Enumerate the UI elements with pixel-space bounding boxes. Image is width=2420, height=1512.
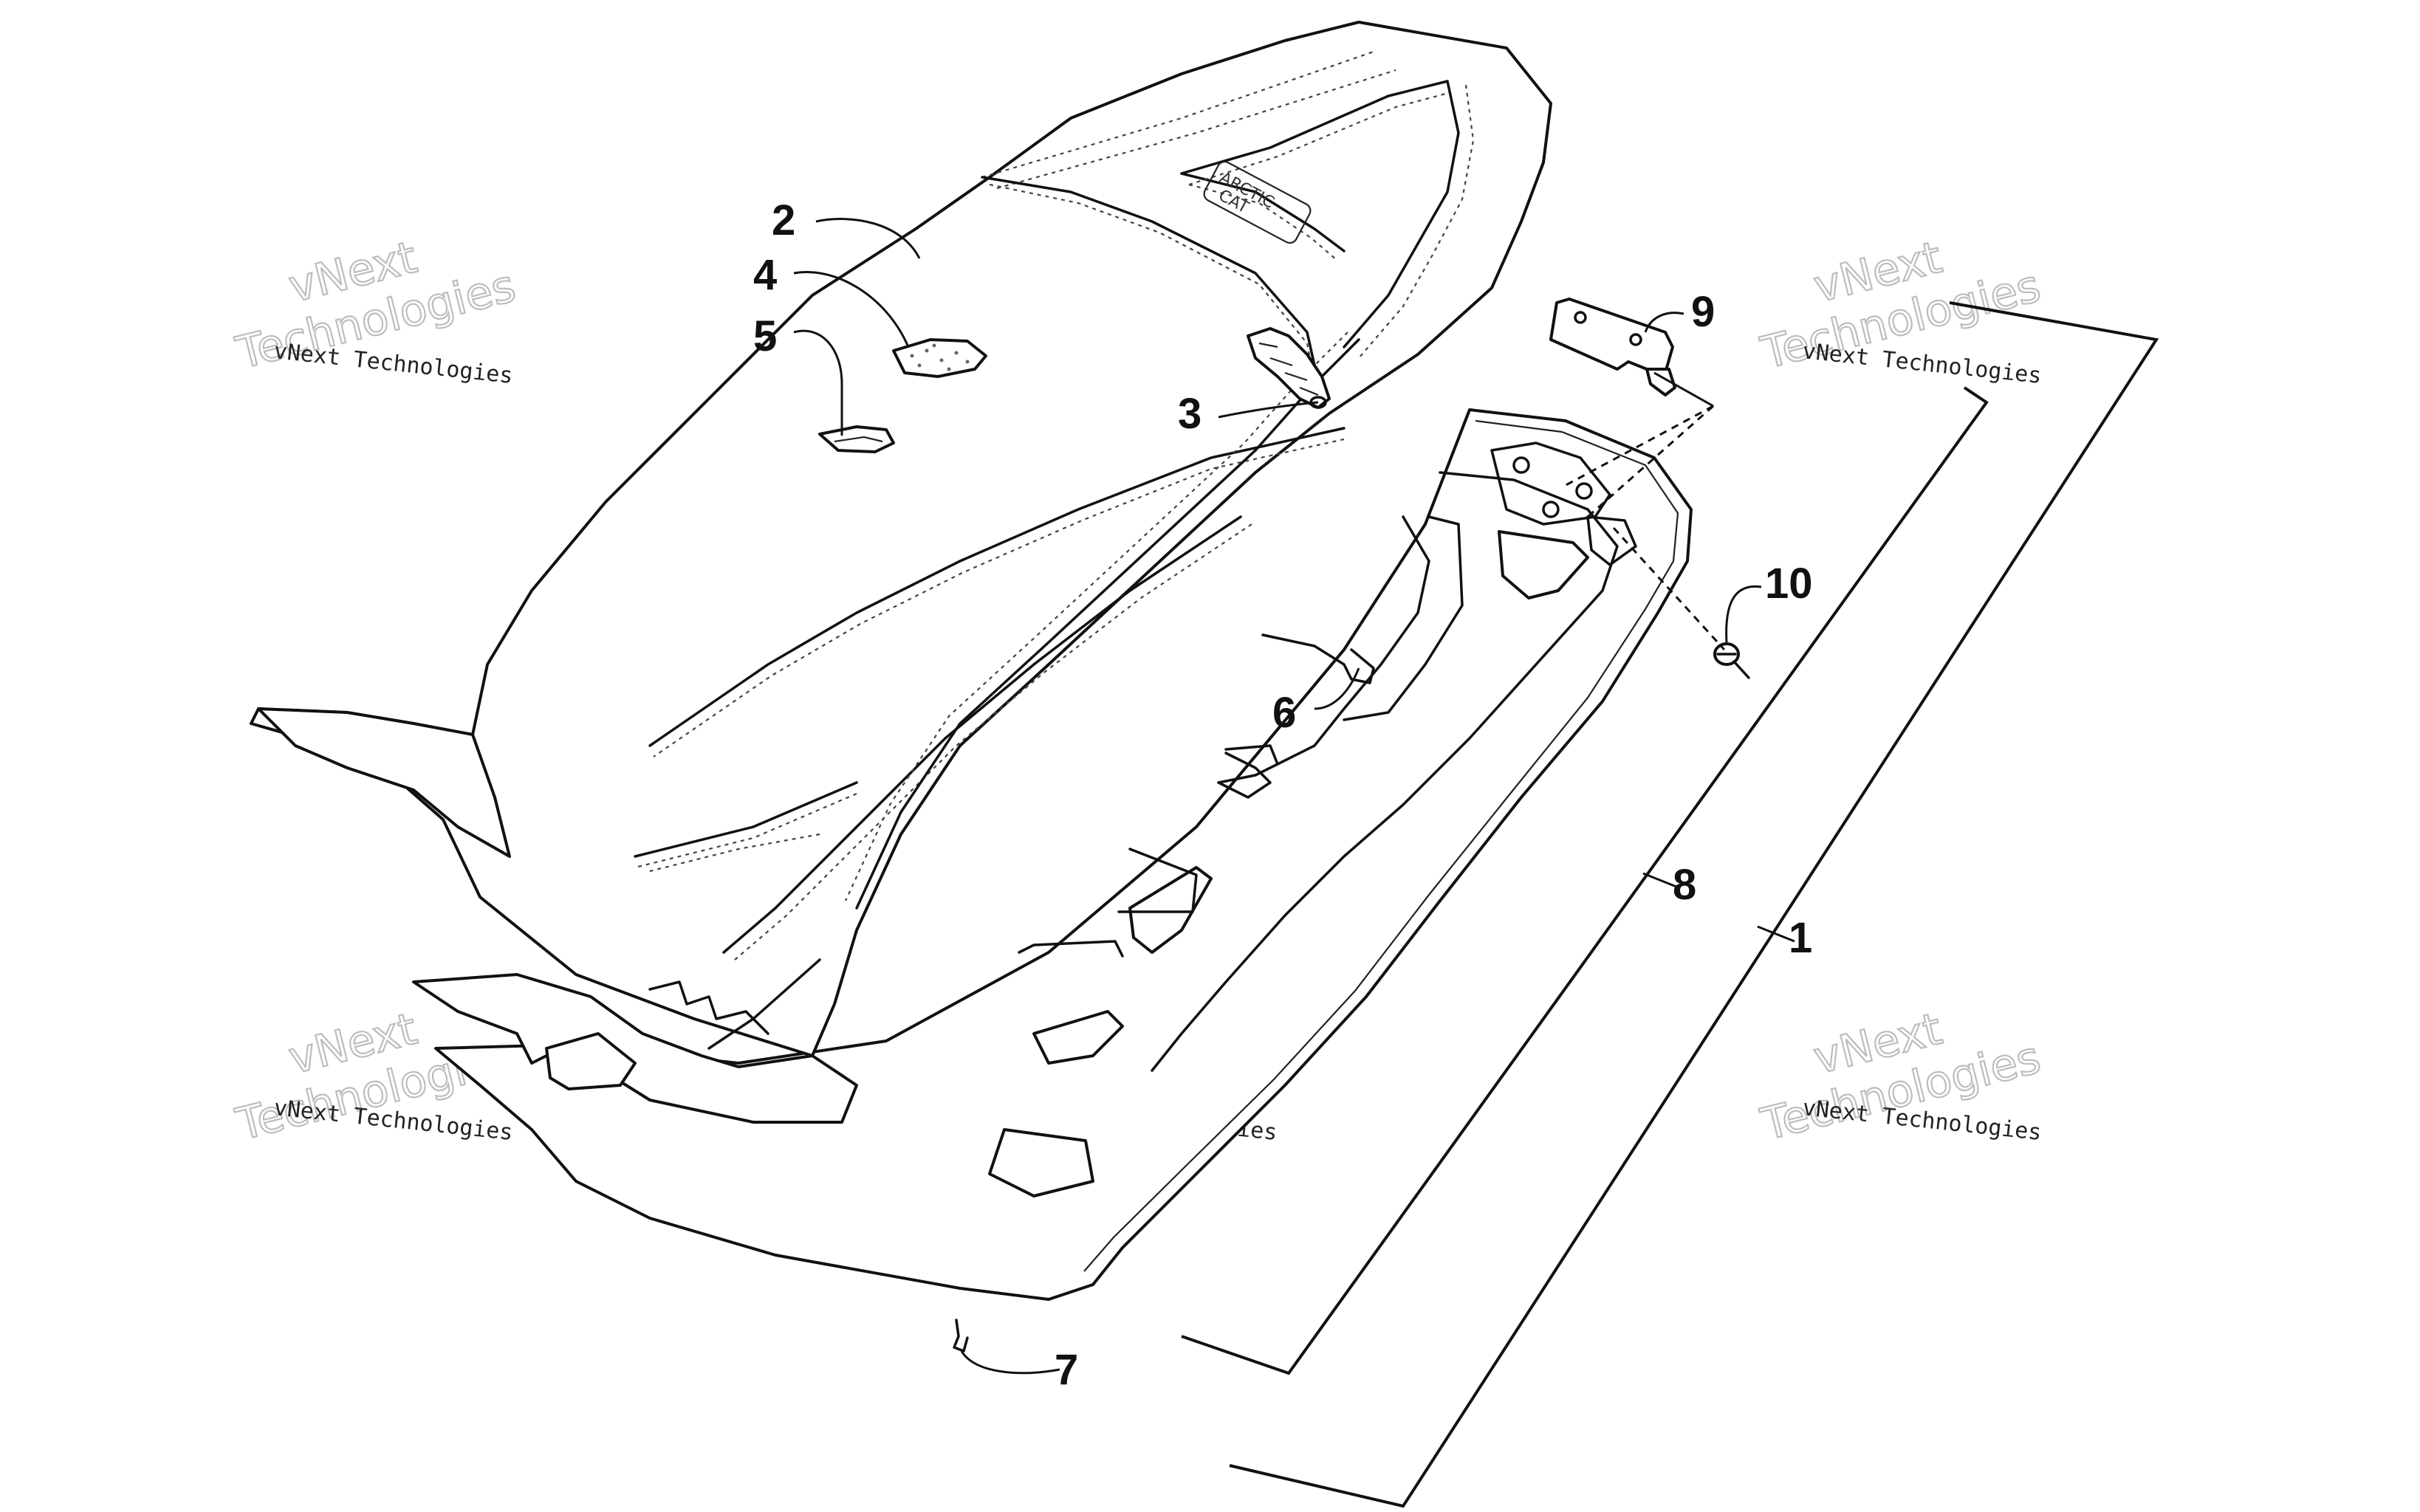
callout-9: 9 — [1691, 288, 1715, 336]
bracket-plate — [1549, 298, 1674, 374]
pan-inner-contour-1 — [1151, 471, 1619, 1072]
seam-side-upper-stitch — [1188, 91, 1452, 186]
bracket-hole-2 — [1629, 333, 1642, 346]
foam-pad-speckles — [910, 343, 970, 371]
pan-cutout-front — [1498, 530, 1589, 599]
seat-cushion-front-flap — [257, 707, 511, 858]
leader-4 — [793, 271, 910, 348]
callout-7: 7 — [1055, 1346, 1078, 1394]
latch-bolt-2 — [1575, 482, 1593, 500]
bracket-part-9 — [1549, 298, 1676, 396]
seat-logo-frame — [1203, 161, 1312, 244]
seam-lower-cross — [649, 833, 820, 873]
seat-cushion-outline — [250, 21, 1552, 1057]
seam-top-ridge — [981, 176, 1323, 400]
latch-recess — [1490, 441, 1611, 526]
pan-slot-3 — [1018, 940, 1124, 958]
hook-wire — [953, 1319, 969, 1353]
foam-pad-outline — [892, 338, 987, 378]
pan-cutout-rear — [1032, 1010, 1124, 1065]
cushion-right-edge-stitch — [845, 331, 1348, 901]
seam-rear-panel — [1180, 172, 1346, 252]
leader-5 — [793, 329, 843, 436]
callout-1: 1 — [1789, 914, 1812, 962]
clip-wire — [1261, 633, 1375, 684]
callout-4: 4 — [753, 251, 777, 299]
seam-mid-lower — [722, 515, 1242, 954]
foam-pad-part-4 — [892, 338, 987, 378]
bracket-hole-1 — [1574, 311, 1587, 324]
strap-part-3 — [1247, 327, 1331, 409]
group-brackets — [1181, 301, 2159, 1508]
leader-lines — [793, 218, 1795, 1375]
leader-9 — [1644, 312, 1684, 333]
strap-texture — [1258, 342, 1319, 396]
callout-3: 3 — [1178, 390, 1202, 438]
latch-bolt-3 — [1542, 501, 1560, 518]
strap-outline — [1247, 327, 1331, 409]
assembly-line-bracket-top — [1653, 371, 1714, 408]
pan-inner-contour-2 — [1217, 515, 1430, 784]
assembly-line-bracket — [1561, 405, 1714, 489]
seam-side-upper — [1180, 80, 1449, 175]
pan-cutout-mid — [1128, 866, 1213, 954]
bracket-tab — [1645, 368, 1676, 396]
watermark-small-top-left: vNext Technologies — [272, 338, 514, 389]
seat-rear-bumper — [545, 1032, 637, 1090]
latch-hook — [1586, 515, 1637, 566]
leader-8 — [1642, 872, 1681, 890]
seat-cushion: ARCTIC CAT — [250, 21, 1552, 1124]
assembly-line-pin — [1612, 526, 1726, 651]
seam-lower-cross-2 — [634, 781, 858, 858]
leader-1 — [1757, 925, 1795, 943]
callout-10: 10 — [1765, 560, 1813, 608]
latch-bolt-1 — [1512, 456, 1530, 474]
seat-base-rim — [1083, 419, 1679, 1272]
hook-part-7 — [953, 1319, 969, 1353]
assembly-line-bracket-2 — [1587, 405, 1714, 518]
callout-6: 6 — [1272, 689, 1296, 737]
callout-labels: 2 4 5 3 9 10 6 8 1 7 — [753, 196, 1813, 1394]
patch-part-5 — [818, 425, 895, 453]
callout-8: 8 — [1673, 861, 1696, 909]
callout-2: 2 — [772, 196, 795, 244]
pan-rear-tab — [988, 1128, 1094, 1197]
bracket-1 — [1229, 301, 2159, 1508]
watermark-small-top-right: vNext Technologies — [1801, 338, 2043, 389]
seam-top-long-left — [981, 50, 1374, 179]
pin-shaft — [1732, 660, 1750, 679]
pan-slot-2 — [1117, 848, 1198, 913]
clip-part-6 — [1261, 633, 1375, 684]
seat-cushion-rear-tail — [412, 973, 858, 1124]
leader-6 — [1314, 667, 1360, 710]
leader-2 — [815, 218, 921, 259]
patch-inner — [834, 436, 883, 443]
seam-side-rear-edge — [1343, 80, 1460, 348]
bracket-8 — [1181, 386, 1989, 1375]
seam-side-rear-stitch — [1358, 84, 1475, 359]
seam-mid-lower-stitch — [734, 523, 1252, 961]
leader-3 — [1218, 401, 1319, 419]
seam-mid-cross — [648, 427, 1346, 747]
seam-top-ridge-stitch — [989, 183, 1320, 403]
leader-10 — [1725, 585, 1762, 643]
callout-5: 5 — [753, 312, 777, 360]
pan-slot-1 — [1224, 744, 1279, 766]
pan-channel-2 — [1217, 752, 1272, 799]
leader-7 — [960, 1350, 1060, 1375]
tail-graphic — [648, 980, 769, 1035]
pin-part-10 — [1713, 642, 1750, 679]
pan-channel-1 — [1343, 515, 1464, 721]
patch-outline — [818, 425, 895, 453]
